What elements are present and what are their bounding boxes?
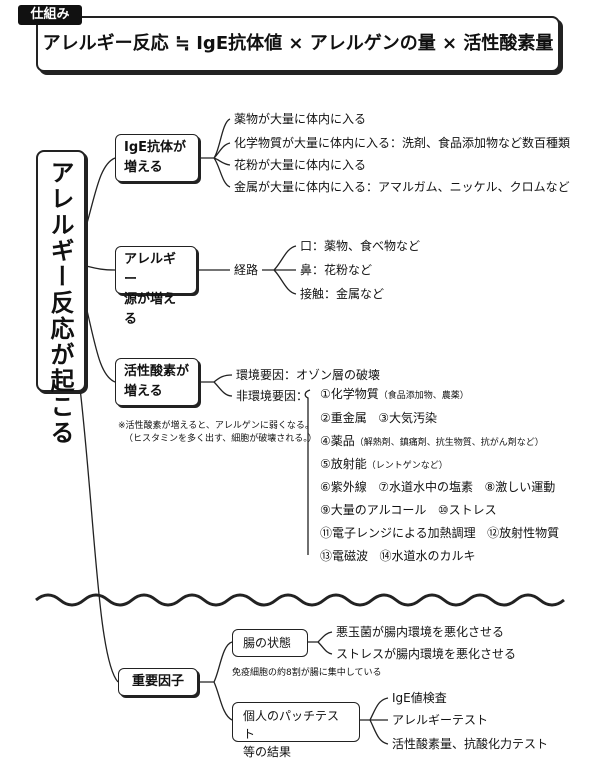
ige-item-4: 金属が大量に体内に入る：アマルガム、ニッケル、クロムなど	[234, 180, 570, 194]
gut-item-1: 悪玉菌が腸内環境を悪化させる	[336, 625, 505, 639]
gut-item-2: ストレスが腸内環境を悪化させる	[336, 647, 517, 661]
ige-label-line2: 増える	[124, 160, 163, 175]
allergen-label-line2: 源が増える	[124, 292, 177, 327]
factor-row-8: ⑬電磁波 ⑭水道水のカルキ	[320, 548, 475, 564]
factor-chlorine: ⑦水道水中の塩素	[378, 480, 473, 494]
nonenv-factor-label: 非環境要因：	[236, 389, 309, 403]
factor-exercise: ⑧激しい運動	[484, 480, 556, 494]
factor-microwave: ⑪電子レンジによる加熱調理	[320, 526, 476, 540]
factor-radioactivity: ⑤放射能	[320, 457, 367, 471]
gut-branch-lines	[308, 631, 333, 655]
important-category-box: 重要因子	[118, 668, 198, 696]
patch-item-2: アレルギーテスト	[392, 713, 489, 727]
root-to-important-line	[79, 387, 119, 683]
ige-branch-lines	[198, 118, 231, 188]
route-label: 経路	[234, 263, 259, 277]
root-to-oxygen-line	[81, 289, 116, 383]
patch-label-line2: 等の結果	[243, 745, 292, 759]
mechanism-tag: 仕組み	[18, 5, 82, 25]
root-box	[36, 150, 86, 392]
ige-item-2: 化学物質が大量に体内に入る：洗剤、食品添加物など数百種類	[234, 136, 571, 150]
allergen-label-line1: アレルギー	[124, 252, 177, 287]
factor-air-pollution: ③大気汚染	[378, 411, 437, 425]
factor-row-6: ⑨大量のアルコール ⑩ストレス	[320, 502, 497, 518]
route-nose: 鼻：花粉など	[300, 263, 373, 277]
factor-row-1: ①化学物質（食品添加物、農薬）	[320, 386, 469, 403]
factor-bracket-line	[304, 389, 311, 555]
factor-row-7: ⑪電子レンジによる加熱調理 ⑫放射性物質	[320, 525, 559, 541]
patch-item-1: IgE値検査	[392, 691, 447, 705]
ige-category-box: IgE抗体が 増える	[115, 134, 199, 182]
factor-drugs-detail: （解熱剤、鎮痛剤、抗生物質、抗がん剤など）	[354, 438, 544, 448]
factor-uv: ⑥紫外線	[320, 480, 367, 494]
factor-drugs: ④薬品	[320, 434, 355, 448]
factor-alcohol: ⑨大量のアルコール	[320, 503, 427, 517]
patch-test-box: 個人のパッチテスト 等の結果	[232, 702, 360, 759]
ige-label-line1: IgE抗体が	[124, 140, 187, 155]
oxygen-note-line1: ※活性酸素が増えると、アレルゲンに弱くなる。	[118, 421, 314, 431]
immune-note: 免疫細胞の約8割が腸に集中している	[232, 668, 382, 678]
env-factor: 環境要因：オゾン層の破壊	[236, 368, 381, 382]
factor-em-waves: ⑬電磁波	[320, 549, 369, 563]
patch-item-3: 活性酸素量、抗酸化力テスト	[392, 737, 549, 751]
factor-radioactive-material: ⑫放射性物質	[487, 526, 560, 540]
oxygen-label-line1: 活性酸素が	[124, 364, 190, 379]
route-contact: 接触：金属など	[300, 287, 385, 301]
oxygen-category-box: 活性酸素が 増える	[115, 358, 199, 406]
route-mouth: 口：薬物、食べ物など	[300, 239, 421, 253]
factor-radioactivity-detail: （レントゲンなど）	[366, 461, 448, 471]
factor-stress: ⑩ストレス	[437, 503, 497, 517]
factor-chemicals: ①化学物質	[320, 387, 379, 401]
ige-item-1: 薬物が大量に体内に入る	[234, 112, 367, 126]
factor-chemicals-detail: （食品添加物、農薬）	[378, 391, 469, 401]
patch-label-line1: 個人のパッチテスト	[243, 709, 340, 741]
route-branch-lines	[262, 245, 297, 295]
oxygen-branch-lines	[198, 374, 233, 397]
root-to-allergen-line	[81, 264, 116, 271]
factor-row-3: ④薬品（解熱剤、鎮痛剤、抗生物質、抗がん剤など）	[320, 433, 544, 450]
wavy-divider	[35, 593, 565, 607]
gut-box: 腸の状態	[232, 629, 308, 657]
allergen-category-box: アレルギー 源が増える	[115, 246, 197, 327]
formula-box: アレルギー反応 ≒ IgE抗体値 × アレルゲンの量 × 活性酸素量	[36, 16, 560, 72]
oxygen-label-line2: 増える	[124, 384, 163, 399]
important-branch-lines	[198, 641, 233, 721]
factor-row-4: ⑤放射能（レントゲンなど）	[320, 456, 448, 473]
factor-row-2: ②重金属 ③大気汚染	[320, 410, 437, 426]
root-label: アレルギー反応が起こる	[46, 160, 74, 446]
root-to-ige-line	[81, 157, 116, 241]
ige-item-3: 花粉が大量に体内に入る	[234, 158, 367, 172]
patch-branch-lines	[360, 697, 389, 745]
oxygen-note-line2: （ヒスタミンを多く出す、細胞が破壊される。）	[124, 434, 317, 444]
factor-tap-water-chlorine: ⑭水道水のカルキ	[379, 549, 476, 563]
factor-row-5: ⑥紫外線 ⑦水道水中の塩素 ⑧激しい運動	[320, 479, 555, 495]
factor-heavy-metals: ②重金属	[320, 411, 367, 425]
